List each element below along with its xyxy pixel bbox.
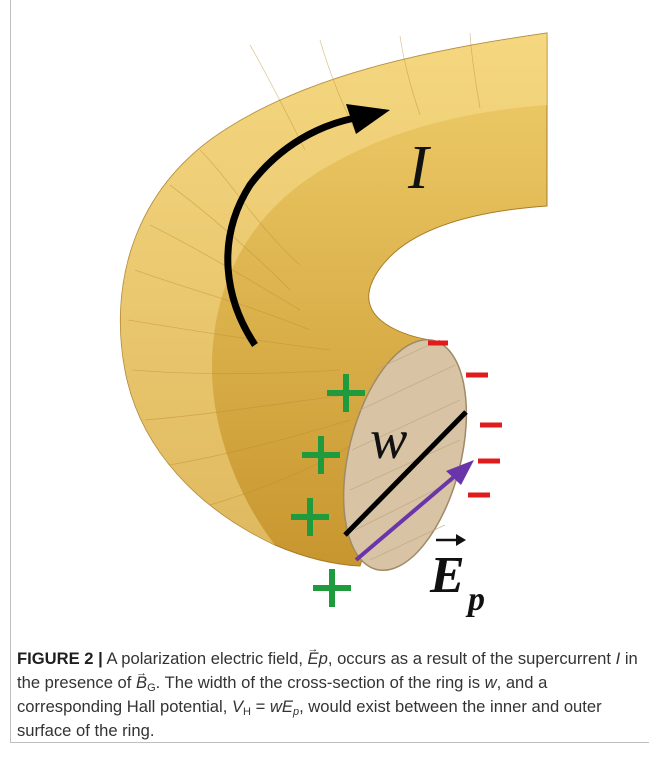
field-label: E xyxy=(429,547,465,604)
ep-symbol: E xyxy=(308,647,319,671)
figure-caption: FIGURE 2 | A polarization electric field… xyxy=(17,647,639,743)
width-label: w xyxy=(370,409,407,471)
plus-sign-icon xyxy=(316,572,348,604)
figure-label: FIGURE 2 | xyxy=(17,649,103,668)
current-label: I xyxy=(407,134,432,202)
width-symbol: w xyxy=(485,673,497,692)
bg-symbol: B xyxy=(136,671,147,695)
hall-symbol: V xyxy=(232,697,243,716)
field-label-sub: p xyxy=(465,581,485,618)
ring-figure: I w E p xyxy=(0,0,649,620)
field-vector-arrow-icon xyxy=(436,534,466,546)
